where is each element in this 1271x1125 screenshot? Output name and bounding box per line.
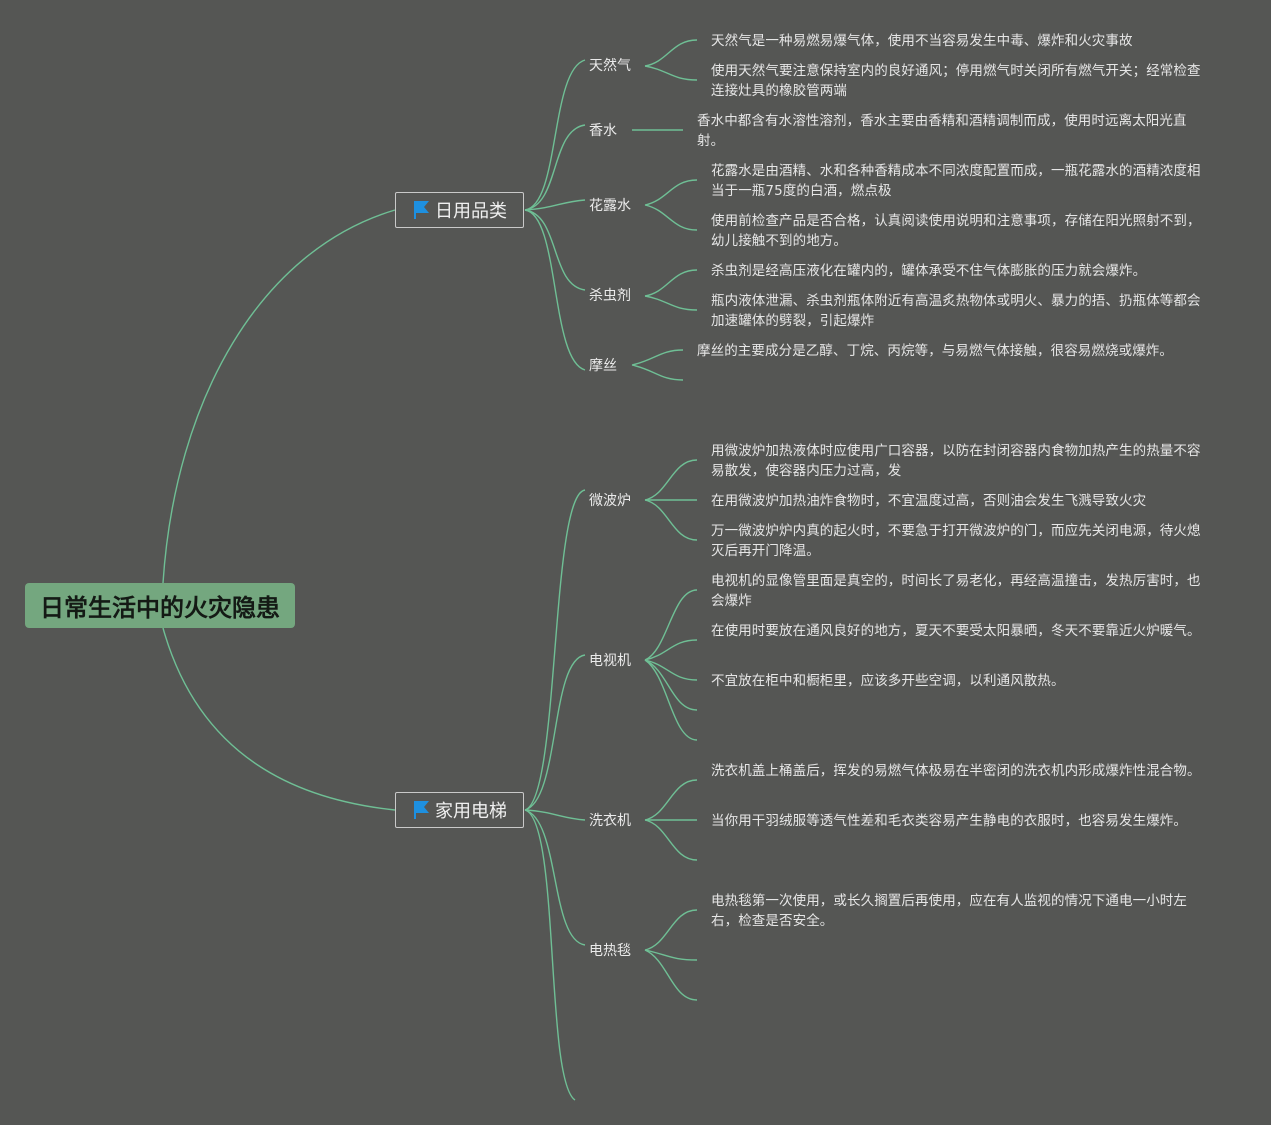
leaf-natural-gas-1[interactable]: 天然气是一种易燃易爆气体，使用不当容易发生中毒、爆炸和火灾事故 (711, 33, 1133, 49)
connector-b2-t4 (524, 809, 586, 946)
topic-microwave[interactable]: 微波炉 (589, 493, 631, 509)
leaf-television-3[interactable]: 不宜放在柜中和橱柜里，应该多开些空调，以利通风散热。 (711, 673, 1065, 689)
branch-label: 日用品类 (435, 201, 507, 222)
leaf-television-1[interactable]: 电视机的显像管里面是真空的，时间长了易老化，再经高温撞击，发热厉害时，也会爆炸 (711, 573, 1201, 609)
leaf-microwave-1[interactable]: 用微波炉加热液体时应使用广口容器，以防在封闭容器内食物加热产生的热量不容易散发，… (711, 443, 1201, 479)
connector-root-daily (162, 209, 396, 584)
topic-electric-blanket[interactable]: 电热毯 (589, 943, 631, 959)
leaf-insecticide-2[interactable]: 瓶内液体泄漏、杀虫剂瓶体附近有高温炙热物体或明火、暴力的捂、扔瓶体等都会加速罐体… (711, 293, 1201, 329)
connector-b1-t3 (524, 199, 586, 211)
topic-natural-gas[interactable]: 天然气 (589, 58, 631, 74)
connector-b2-t3 (524, 809, 586, 821)
leaf-washing-machine-2[interactable]: 当你用干羽绒服等透气性差和毛衣类容易产生静电的衣服时，也容易发生爆炸。 (711, 813, 1187, 829)
topic-mousse[interactable]: 摩丝 (589, 358, 617, 374)
connector-b2-tail (524, 809, 576, 1101)
root-label: 日常生活中的火灾隐患 (40, 594, 280, 622)
topic-insecticide[interactable]: 杀虫剂 (589, 288, 631, 304)
leaf-floral-water-2[interactable]: 使用前检查产品是否合格，认真阅读使用说明和注意事项，存储在阳光照射不到，幼儿接触… (711, 213, 1201, 249)
branch-daily-goods[interactable]: 日用品类 (395, 192, 524, 228)
branch-label: 家用电梯 (435, 801, 507, 822)
flag-icon (412, 200, 430, 220)
flag-icon (412, 800, 430, 820)
connector-b1-t4 (524, 209, 586, 291)
leaf-microwave-2[interactable]: 在用微波炉加热油炸食物时，不宜温度过高，否则油会发生飞溅导致火灾 (711, 493, 1147, 509)
connector-b1-t2 (524, 124, 586, 211)
topic-television[interactable]: 电视机 (589, 653, 631, 669)
leaf-microwave-3[interactable]: 万一微波炉炉内真的起火时，不要急于打开微波炉的门，而应先关闭电源，待火熄灭后再开… (711, 523, 1201, 559)
leaf-insecticide-1[interactable]: 杀虫剂是经高压液化在罐内的，罐体承受不住气体膨胀的压力就会爆炸。 (711, 263, 1147, 279)
connector-b1-t1 (524, 59, 586, 211)
connector-root-appliance (162, 627, 396, 811)
root-node[interactable]: 日常生活中的火灾隐患 (25, 583, 295, 628)
leaf-television-2[interactable]: 在使用时要放在通风良好的地方，夏天不要受太阳暴晒，冬天不要靠近火炉暖气。 (711, 623, 1201, 639)
topic-floral-water[interactable]: 花露水 (589, 198, 631, 214)
leaf-perfume-1[interactable]: 香水中都含有水溶性溶剂，香水主要由香精和酒精调制而成，使用时远离太阳光直射。 (697, 113, 1187, 149)
connector-b1-t5 (524, 209, 586, 371)
topic-perfume[interactable]: 香水 (589, 123, 617, 139)
leaf-electric-blanket-1[interactable]: 电热毯第一次使用，或长久搁置后再使用，应在有人监视的情况下通电一小时左右，检查是… (711, 893, 1187, 929)
topic-washing-machine[interactable]: 洗衣机 (589, 813, 631, 829)
leaf-floral-water-1[interactable]: 花露水是由酒精、水和各种香精成本不同浓度配置而成，一瓶花露水的酒精浓度相当于一瓶… (711, 163, 1201, 199)
leaf-mousse-1[interactable]: 摩丝的主要成分是乙醇、丁烷、丙烷等，与易燃气体接触，很容易燃烧或爆炸。 (697, 343, 1173, 359)
connector-b2-t2 (524, 654, 586, 811)
leaf-washing-machine-1[interactable]: 洗衣机盖上桶盖后，挥发的易燃气体极易在半密闭的洗衣机内形成爆炸性混合物。 (711, 763, 1201, 779)
connector-b2-t1 (524, 489, 586, 811)
branch-home-appliances[interactable]: 家用电梯 (395, 792, 524, 828)
leaf-natural-gas-2[interactable]: 使用天然气要注意保持室内的良好通风；停用燃气时关闭所有燃气开关；经常检查连接灶具… (711, 63, 1201, 99)
